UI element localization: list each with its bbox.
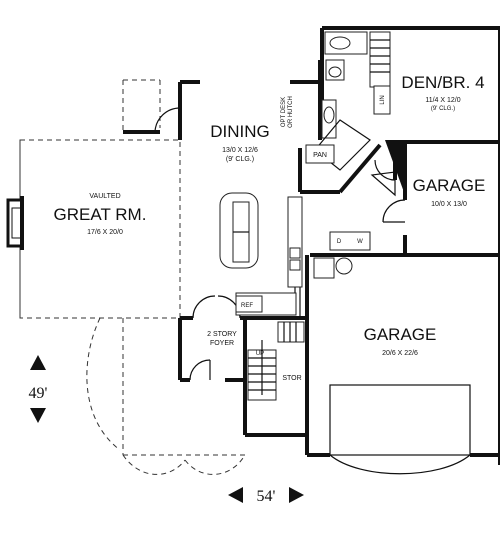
den-size: 11/4 X 12/0	[425, 97, 460, 104]
width-dimension-text: 54'	[257, 488, 276, 505]
dryer-label: D	[337, 239, 342, 245]
angled-hall	[314, 119, 405, 197]
arrow-left-icon	[228, 487, 243, 503]
storage-label: STOR	[282, 375, 301, 382]
garage-small-label: GARAGE 10/0 X 13/0	[413, 176, 486, 208]
dining-label: DINING 13/0 X 12/6 (9' CLG.)	[210, 122, 270, 163]
pantry-label: PAN	[313, 152, 327, 159]
kitchen-counters	[235, 196, 303, 316]
garage-small-size: 10/0 X 13/0	[431, 201, 467, 208]
garage-small-name: GARAGE	[413, 176, 486, 195]
arrow-right-icon	[289, 487, 304, 503]
den-ceiling: (9' CLG.)	[431, 106, 455, 112]
arrow-up-icon	[30, 355, 46, 370]
dining-name: DINING	[210, 122, 270, 141]
foyer-line2: FOYER	[210, 340, 234, 347]
dining-ceiling: (9' CLG.)	[226, 156, 254, 163]
great-room-note: VAULTED	[89, 193, 120, 200]
opt-desk-label-2: OR HUTCH	[288, 96, 294, 128]
laundry	[313, 231, 371, 279]
foyer-line1: 2 STORY	[207, 331, 237, 338]
great-room-name: GREAT RM.	[54, 205, 147, 224]
kitchen-island	[219, 192, 259, 269]
washer-label: W	[357, 239, 363, 245]
depth-dimension-text: 49'	[29, 385, 48, 402]
pantry	[305, 144, 335, 164]
ref-label: REF	[241, 303, 253, 309]
foyer-label: 2 STORY FOYER	[207, 331, 237, 347]
staircase	[247, 321, 305, 401]
garage-main-label: GARAGE 20/6 X 22/6	[364, 325, 437, 357]
fireplace	[6, 196, 24, 250]
linen-label: LIN	[380, 95, 386, 104]
garage-main-size: 20/6 X 22/6	[382, 350, 418, 357]
width-dimension: 54'	[228, 487, 304, 505]
great-room-size: 17/6 X 20/0	[87, 229, 123, 236]
den-name: DEN/BR. 4	[401, 73, 484, 92]
opt-desk-label-1: OPT DESK	[281, 97, 287, 127]
stair-up-label: UP	[256, 351, 264, 357]
great-room-label: VAULTED GREAT RM. 17/6 X 20/0	[54, 193, 147, 236]
dining-size: 13/0 X 12/6	[222, 147, 258, 154]
den-label: DEN/BR. 4 11/4 X 12/0 (9' CLG.)	[401, 73, 484, 112]
arrow-down-icon	[30, 408, 46, 423]
front-porch	[86, 317, 246, 475]
garage-main-name: GARAGE	[364, 325, 437, 344]
depth-dimension: 49'	[29, 355, 48, 423]
garage-door	[329, 384, 471, 475]
bath-fixtures	[321, 31, 391, 139]
